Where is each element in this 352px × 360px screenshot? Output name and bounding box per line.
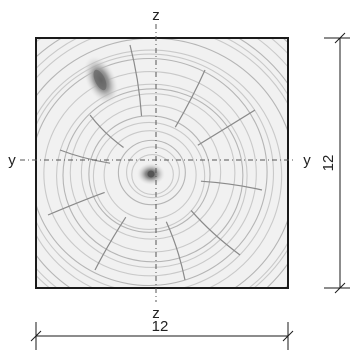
radial-crack (47, 191, 105, 216)
radial-crack (174, 69, 206, 128)
height-dimension-label: 12 (320, 155, 337, 172)
growth-ring (36, 49, 283, 288)
y-axis-label-left: y (8, 152, 16, 169)
growth-ring (88, 115, 211, 233)
growth-ring (43, 70, 257, 277)
radial-crack (197, 109, 256, 146)
radial-crack (165, 221, 186, 281)
width-dimension-label: 12 (152, 318, 169, 335)
radial-crack (94, 216, 127, 271)
width-dimension (30, 322, 294, 350)
radial-crack (129, 44, 143, 116)
growth-ring (69, 93, 236, 253)
growth-ring (62, 88, 244, 263)
z-axis-label-top: z (152, 7, 160, 24)
radial-crack (200, 180, 263, 191)
growth-ring (56, 83, 248, 268)
growth-ring (117, 139, 186, 206)
section-outline (35, 37, 289, 289)
knot-core (93, 69, 107, 91)
growth-ring (103, 130, 197, 220)
growth-ring (131, 154, 174, 196)
height-dimension (324, 32, 350, 294)
y-axis-label-right: y (303, 152, 311, 169)
radial-crack (59, 149, 111, 164)
growth-ring (80, 104, 222, 240)
z-axis-label-bottom: z (152, 305, 160, 322)
radial-cracks (47, 44, 263, 281)
pith-core (147, 170, 155, 178)
radial-crack (190, 210, 241, 256)
radial-crack (89, 114, 124, 148)
growth-ring (36, 53, 274, 288)
growth-ring (36, 57, 268, 287)
growth-ring (92, 121, 206, 230)
growth-ring (126, 146, 180, 199)
